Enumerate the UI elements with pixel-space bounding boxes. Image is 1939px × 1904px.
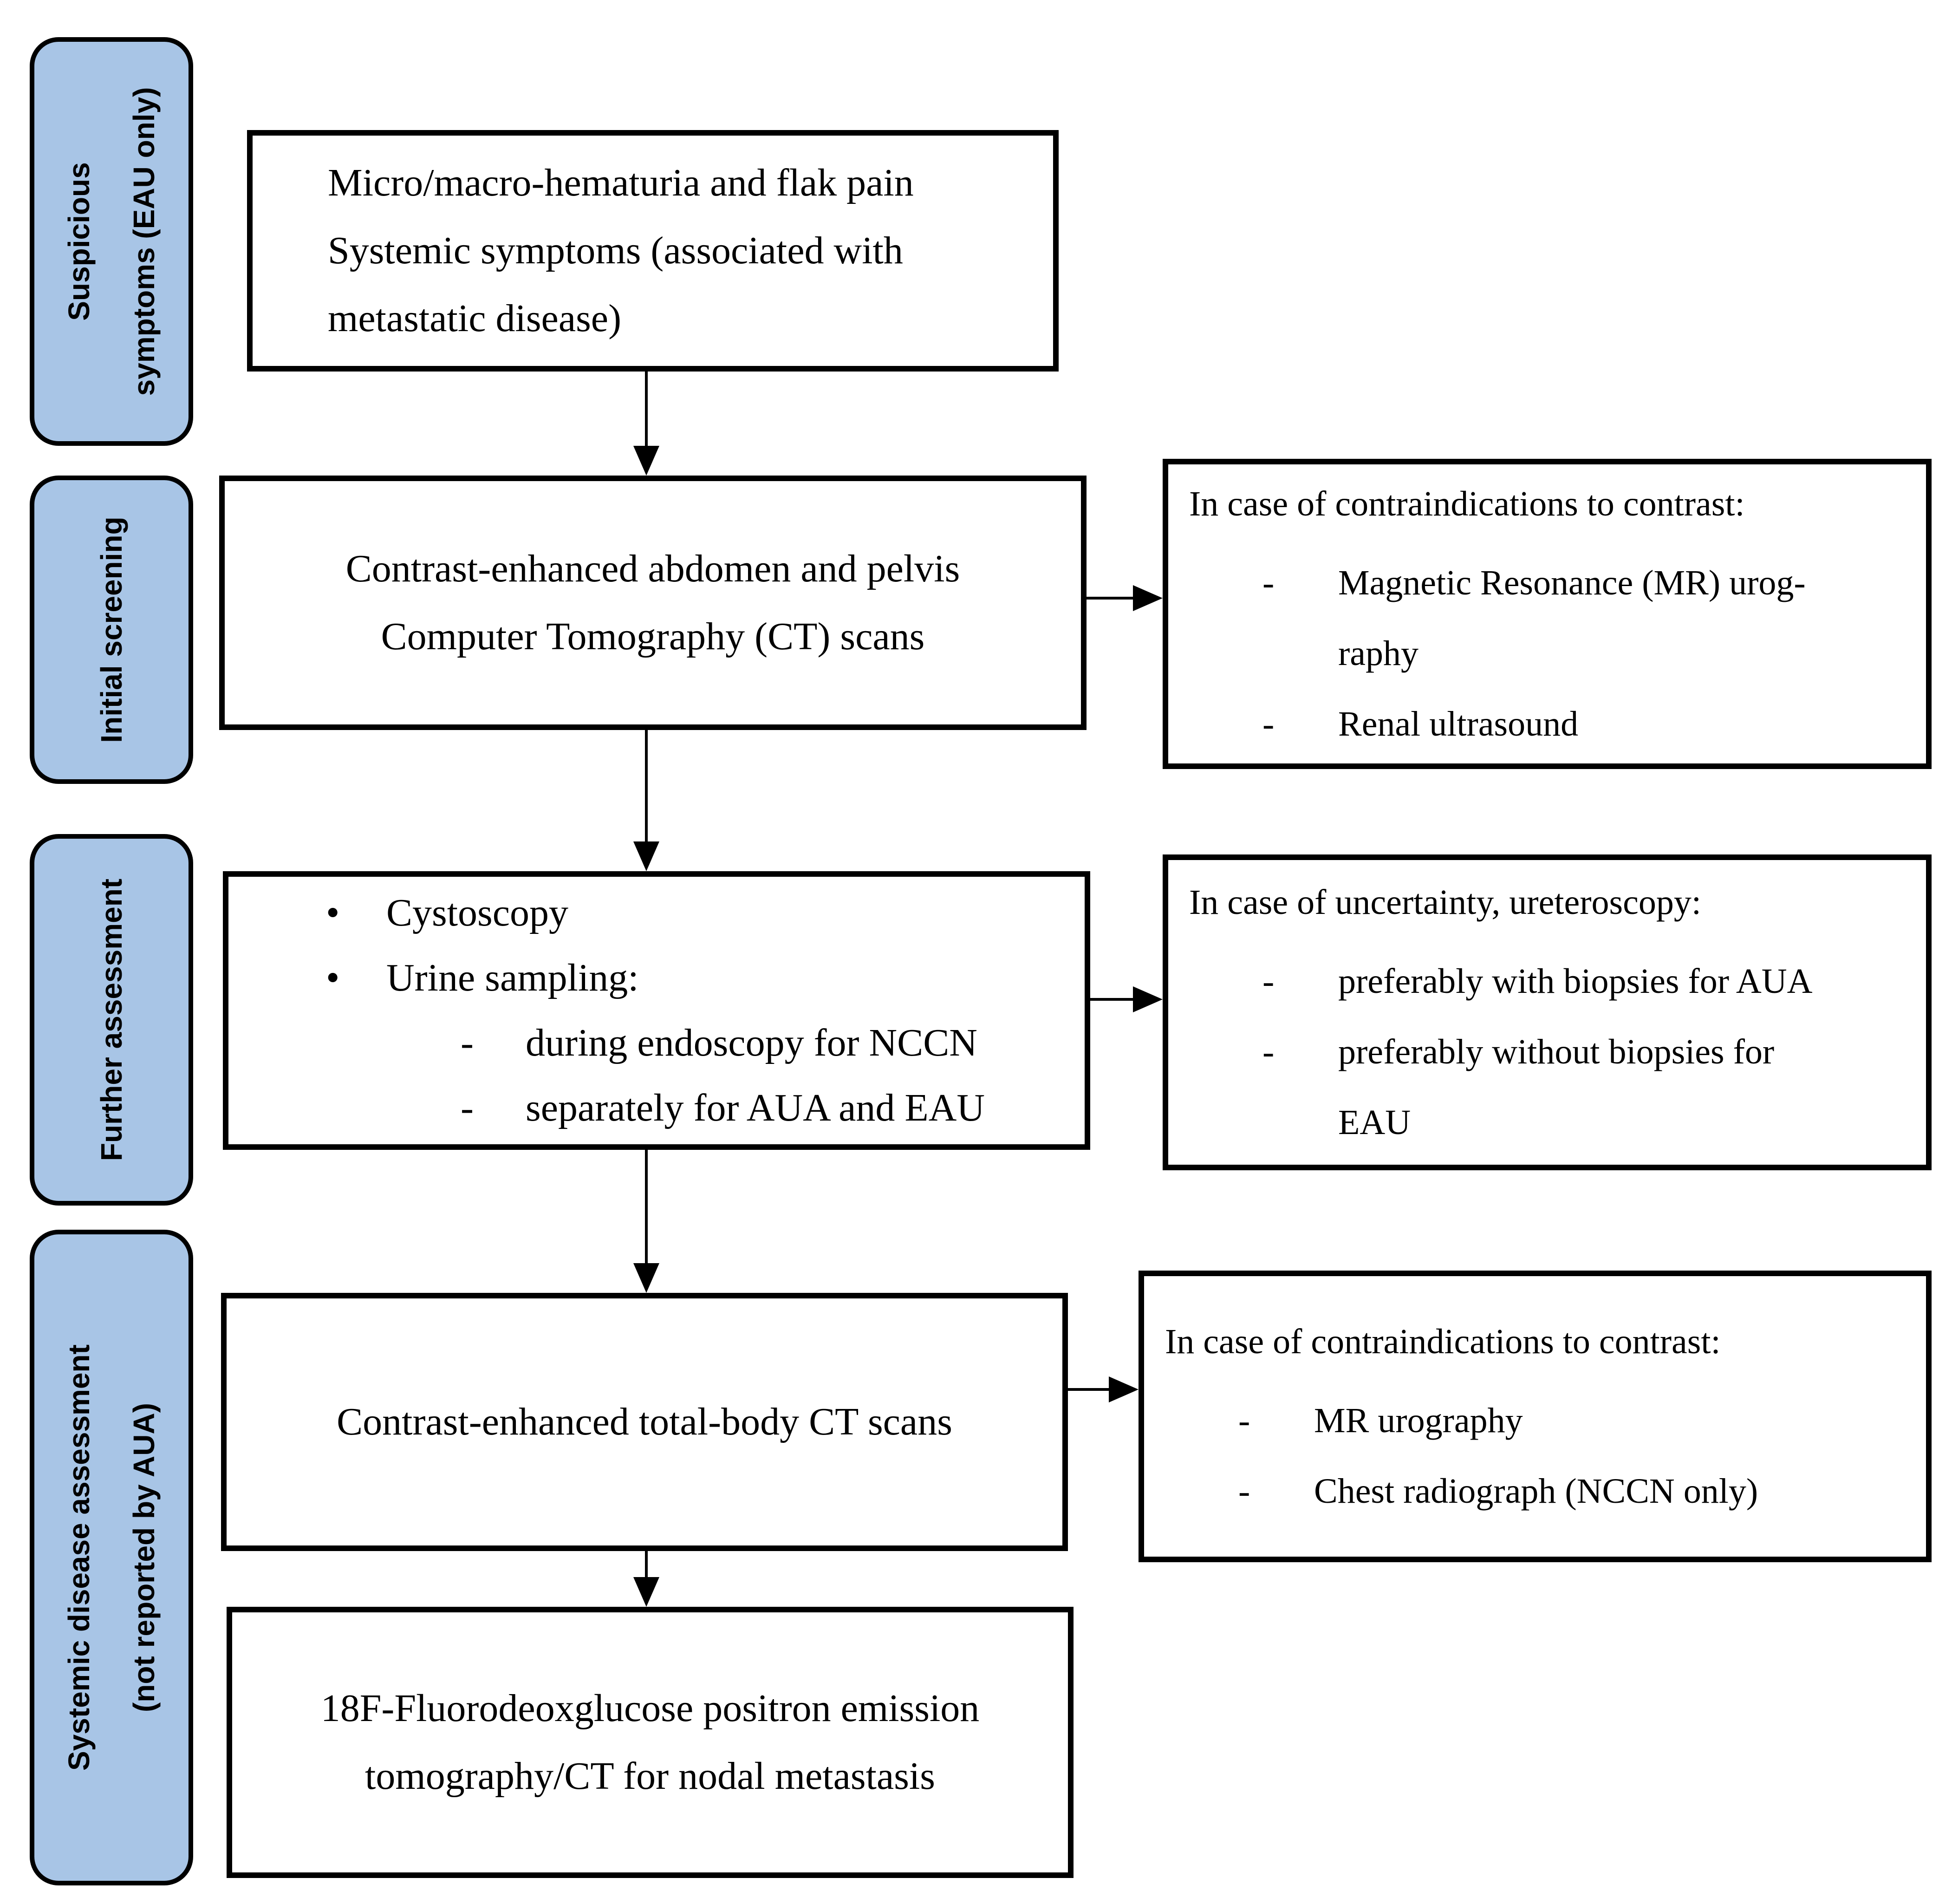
dash-row: - separately for AUA and EAU [228,1076,1085,1141]
arrowhead-right-icon [1109,1376,1139,1402]
bullet-marker-icon: • [326,956,340,999]
side-box-contrast-alternatives-2: In case of contraindications to contrast… [1139,1271,1932,1562]
text-line: 18F-Fluorodeoxglucose positron emission [320,1687,980,1730]
text-line: Systemic symptoms (associated with [328,229,903,272]
side-box-header: In case of uncertainty, ureteroscopy: [1189,883,1701,922]
text-line: raphy [1338,634,1419,673]
dash-row: - during endoscopy for NCCN [228,1011,1085,1076]
arrowhead-right-icon [1133,986,1163,1012]
dash-row: - MR urography [1165,1385,1907,1456]
text-line: Further assessment [95,878,128,1161]
dash-marker-icon: - [461,1021,474,1064]
stage-label-further-assessment: Further assessment [30,834,193,1206]
arrow-right-1 [1087,597,1135,600]
text-line: Contrast-enhanced abdomen and pelvis [345,547,960,590]
text-line: Suspicious [62,162,96,321]
stage-label-text: Further assessment [79,879,144,1161]
stage-label-initial-screening: Initial screening [30,476,193,784]
flow-box-pet-ct: 18F-Fluorodeoxglucose positron emission … [227,1607,1074,1878]
text-line: Renal ultrasound [1338,704,1579,743]
stage-label-systemic-disease-assessment: Systemic disease assessment (not reporte… [30,1230,193,1885]
stage-label-text: Initial screening [79,516,144,743]
text-line: MR urography [1314,1401,1523,1440]
dash-row: - Renal ultrasound [1189,689,1907,759]
arrow-down-4 [645,1551,648,1579]
stage-label-text: Systemic disease assessment (not reporte… [46,1344,176,1771]
dash-marker-icon: - [1262,563,1275,602]
bullet-row: • Cystoscopy [228,880,1085,945]
dash-marker-icon: - [1262,962,1275,1001]
continuation-row: EAU [1189,1087,1907,1158]
arrowhead-down-icon [633,841,659,871]
flow-box-initial-ct: Contrast-enhanced abdomen and pelvis Com… [219,476,1087,730]
dash-row: - preferably without biopsies for [1189,1017,1907,1087]
arrowhead-right-icon [1133,585,1163,611]
text-line: preferably with biopsies for AUA [1338,962,1813,1001]
side-box-header: In case of contraindications to contrast… [1165,1322,1721,1361]
arrow-down-1 [645,372,648,448]
flow-box-total-body-ct: Contrast-enhanced total-body CT scans [221,1293,1068,1551]
text-line: Magnetic Resonance (MR) urog- [1338,563,1806,602]
arrowhead-down-icon [633,1263,659,1293]
text-line: Computer Tomography (CT) scans [381,615,925,658]
stage-label-text: Suspicious symptoms (EAU only) [46,87,176,396]
side-box-ureteroscopy: In case of uncertainty, ureteroscopy: - … [1163,854,1932,1170]
dash-row: - preferably with biopsies for AUA [1189,946,1907,1017]
marker-spacer [1262,618,1338,689]
side-box-header: In case of contraindications to contrast… [1189,484,1745,523]
text-line: during endoscopy for NCCN [526,1021,977,1064]
text-line: symptoms (EAU only) [127,87,161,396]
text-line: EAU [1338,1103,1411,1142]
flow-box-further-assessment: • Cystoscopy • Urine sampling: - during … [223,871,1090,1150]
text-line: Urine sampling: [386,956,639,999]
dash-marker-icon: - [1238,1472,1250,1511]
text-line: Chest radiograph (NCCN only) [1314,1472,1758,1511]
arrow-down-3 [645,1150,648,1265]
bullet-marker-icon: • [326,891,340,934]
arrowhead-down-icon [633,1577,659,1607]
text-line: Systemic disease assessment [62,1344,96,1771]
stage-label-suspicious-symptoms: Suspicious symptoms (EAU only) [30,37,193,446]
arrow-down-2 [645,730,648,843]
text-line: (not reported by AUA) [127,1402,161,1713]
text-line: tomography/CT for nodal metastasis [365,1754,935,1798]
flow-box-symptoms: Micro/macro-hematuria and flak pain Syst… [247,130,1059,372]
text-line: preferably without biopsies for [1338,1032,1775,1071]
text-line: metastatic disease) [328,297,622,340]
dash-marker-icon: - [461,1086,474,1129]
bullet-row: • Urine sampling: [228,945,1085,1011]
arrow-right-3 [1068,1388,1111,1391]
dash-row: - Chest radiograph (NCCN only) [1165,1456,1907,1526]
text-line: separately for AUA and EAU [526,1086,985,1129]
text-line: Cystoscopy [386,891,569,934]
side-box-contrast-alternatives-1: In case of contraindications to contrast… [1163,459,1932,769]
dash-marker-icon: - [1238,1401,1250,1440]
marker-spacer [1262,1087,1338,1158]
text-line: Micro/macro-hematuria and flak pain [328,161,914,204]
dash-marker-icon: - [1262,1032,1275,1071]
arrowhead-down-icon [633,446,659,476]
dash-marker-icon: - [1262,704,1275,743]
arrow-right-2 [1090,998,1135,1001]
text-line: Initial screening [95,516,128,743]
continuation-row: raphy [1189,618,1907,689]
text-line: Contrast-enhanced total-body CT scans [337,1400,952,1443]
dash-row: - Magnetic Resonance (MR) urog- [1189,548,1907,618]
